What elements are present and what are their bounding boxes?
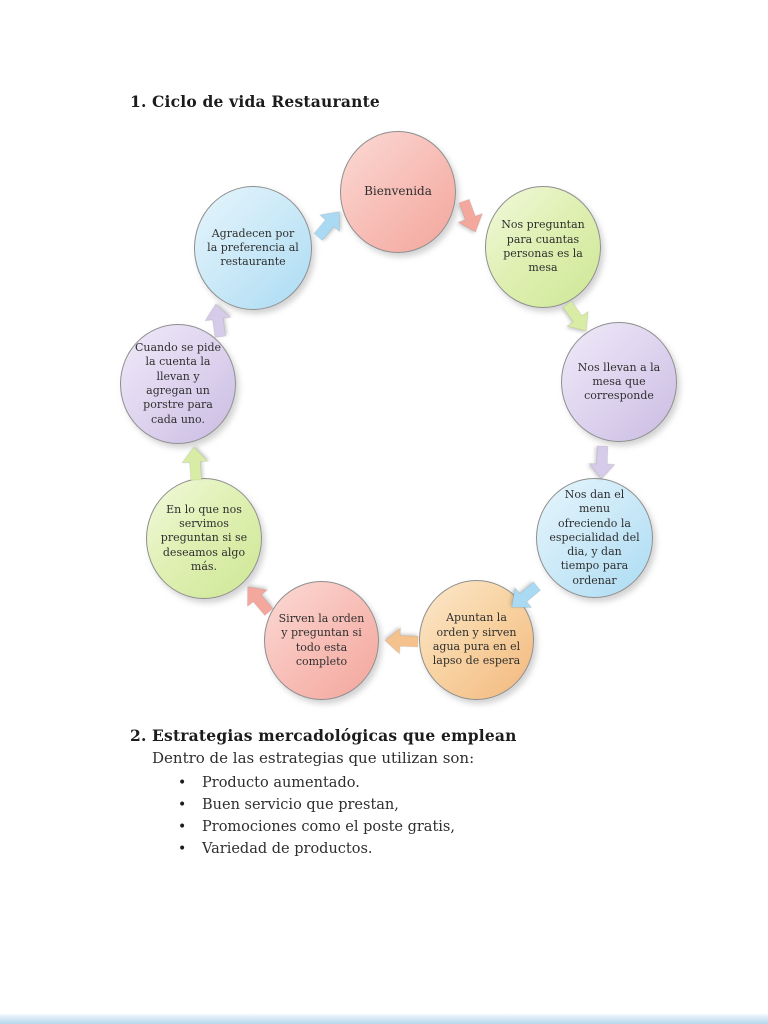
cycle-step-sirven-orden: Sirven la orden y preguntan si todo esta… (264, 581, 379, 700)
cycle-arrow-icon (451, 196, 489, 238)
cycle-arrow-icon (502, 575, 546, 618)
cycle-arrow-icon (180, 445, 210, 481)
cycle-step-dan-menu: Nos dan el menu ofreciendo la especialid… (536, 478, 653, 598)
list-item: Producto aumentado. (178, 772, 455, 794)
list-item: Buen servicio que prestan, (178, 794, 455, 816)
section-2-heading: 2. Estrategias mercadológicas que emplean (130, 726, 517, 745)
list-item: Variedad de productos. (178, 838, 455, 860)
cycle-step-label: Nos dan el menu ofreciendo la especialid… (549, 487, 640, 587)
cycle-arrow-icon (202, 301, 234, 339)
section-2-number: 2. (130, 726, 147, 745)
cycle-arrow-icon (236, 577, 279, 621)
strategy-bullet-list: Producto aumentado. Buen servicio que pr… (178, 772, 455, 860)
page-bottom-edge (0, 1014, 768, 1024)
cycle-step-label: En lo que nos servimos preguntan si se d… (160, 502, 248, 573)
cycle-step-label: Apuntan la orden y sirven agua pura en e… (432, 611, 521, 668)
cycle-step-label: Sirven la orden y preguntan si todo esta… (278, 611, 365, 668)
cycle-step-bienvenida: Bienvenida (340, 131, 456, 253)
cycle-step-agradecen: Agradecen por la preferencia al restaura… (194, 186, 312, 310)
section-2-intro: Dentro de las estrategias que utilizan s… (152, 749, 475, 767)
cycle-step-label: Cuando se pide la cuenta la llevan y agr… (134, 341, 222, 426)
cycle-step-preguntan-personas: Nos preguntan para cuantas personas es l… (485, 186, 601, 308)
cycle-arrow-icon (556, 296, 598, 340)
cycle-arrow-icon (307, 202, 350, 246)
list-item: Promociones como el poste gratis, (178, 816, 455, 838)
section-2-title: Estrategias mercadológicas que emplean (152, 726, 517, 745)
restaurant-lifecycle-diagram: Bienvenida Nos preguntan para cuantas pe… (120, 131, 677, 700)
cycle-arrow-icon (587, 445, 616, 481)
cycle-step-llevan-mesa: Nos llevan a la mesa que corresponde (561, 322, 677, 442)
cycle-step-label: Nos llevan a la mesa que corresponde (577, 360, 661, 403)
cycle-step-label: Bienvenida (364, 184, 432, 199)
cycle-step-label: Agradecen por la preferencia al restaura… (207, 226, 299, 269)
cycle-step-label: Nos preguntan para cuantas personas es l… (501, 218, 585, 275)
section-1-title: Ciclo de vida Restaurante (152, 92, 380, 111)
section-1-number: 1. (130, 92, 147, 111)
cycle-arrow-icon (384, 626, 419, 655)
cycle-step-preguntan-algo-mas: En lo que nos servimos preguntan si se d… (146, 478, 262, 599)
section-1-heading: 1. Ciclo de vida Restaurante (130, 92, 380, 111)
cycle-step-cuenta-postre: Cuando se pide la cuenta la llevan y agr… (120, 324, 236, 444)
